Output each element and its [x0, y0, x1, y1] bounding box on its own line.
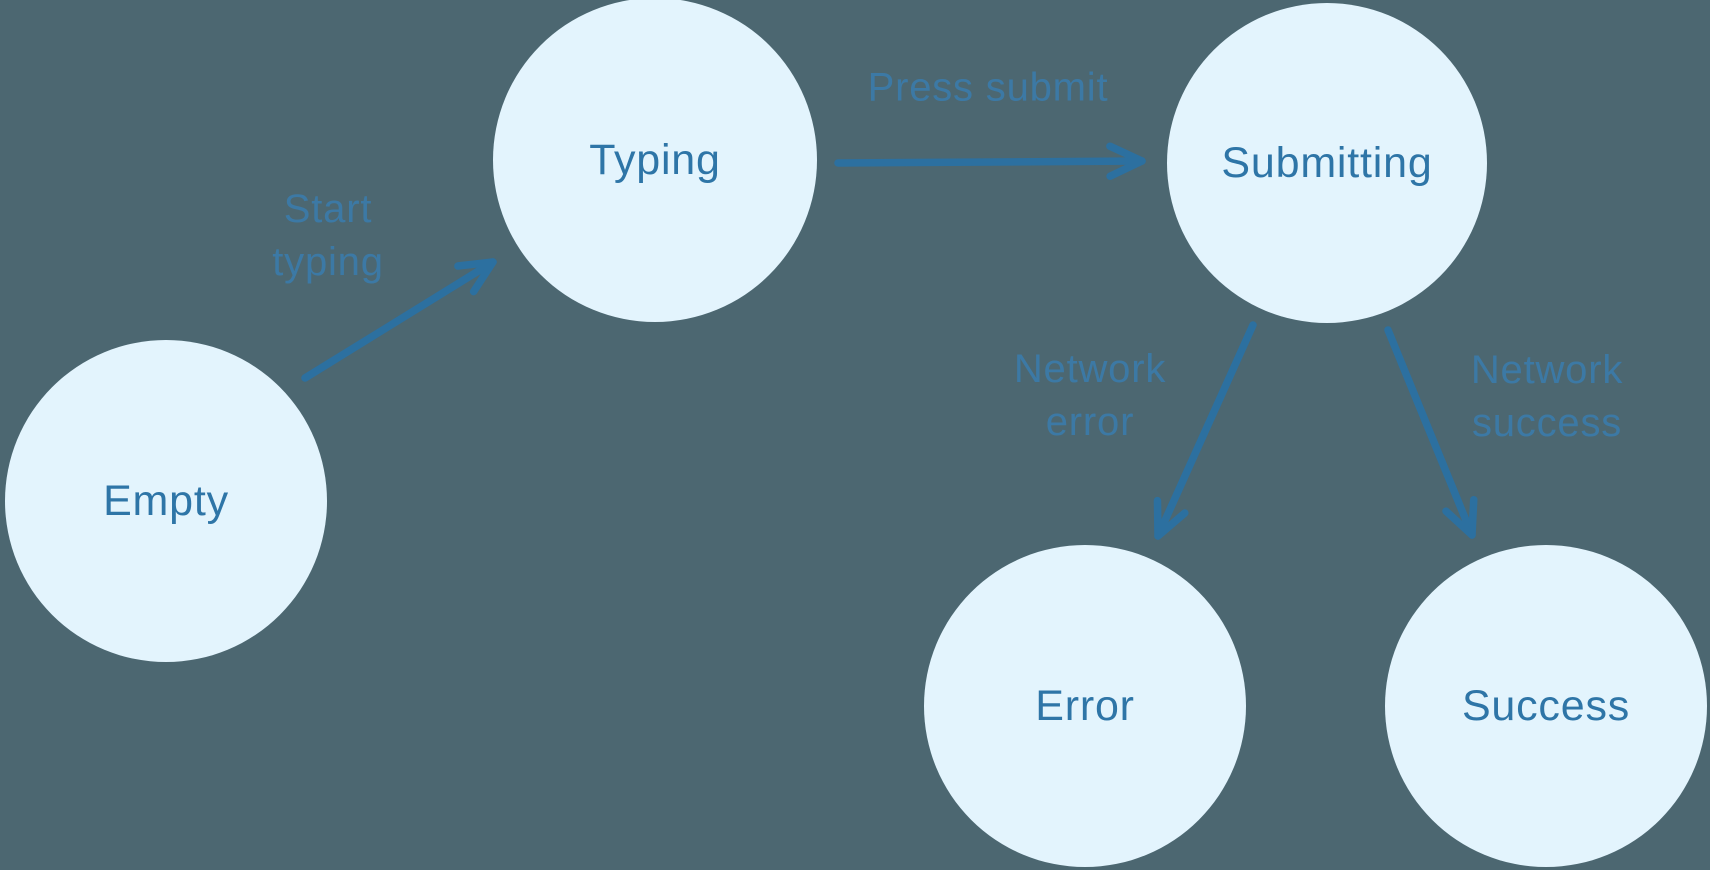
state-node-success: Success: [1385, 545, 1707, 867]
state-label-error: Error: [1035, 681, 1135, 730]
transition-label-network-error: Network error: [1013, 347, 1167, 444]
state-node-typing: Typing: [493, 0, 817, 322]
state-node-error: Error: [924, 545, 1246, 867]
transition-label-network-success: Network success: [1470, 348, 1624, 445]
state-node-submitting: Submitting: [1167, 3, 1487, 323]
state-node-empty: Empty: [5, 340, 327, 662]
transition-label-start-typing: Start typing: [272, 187, 384, 284]
state-label-typing: Typing: [589, 135, 721, 184]
state-label-empty: Empty: [103, 476, 229, 525]
state-label-success: Success: [1461, 681, 1631, 730]
transition-label-press-submit: Press submit: [867, 65, 1109, 110]
state-label-submitting: Submitting: [1221, 138, 1433, 187]
transition-arrow-network-success: [1384, 326, 1478, 539]
transition-arrow-press-submit: [834, 142, 1146, 180]
transition-arrow-network-error: [1153, 321, 1257, 540]
